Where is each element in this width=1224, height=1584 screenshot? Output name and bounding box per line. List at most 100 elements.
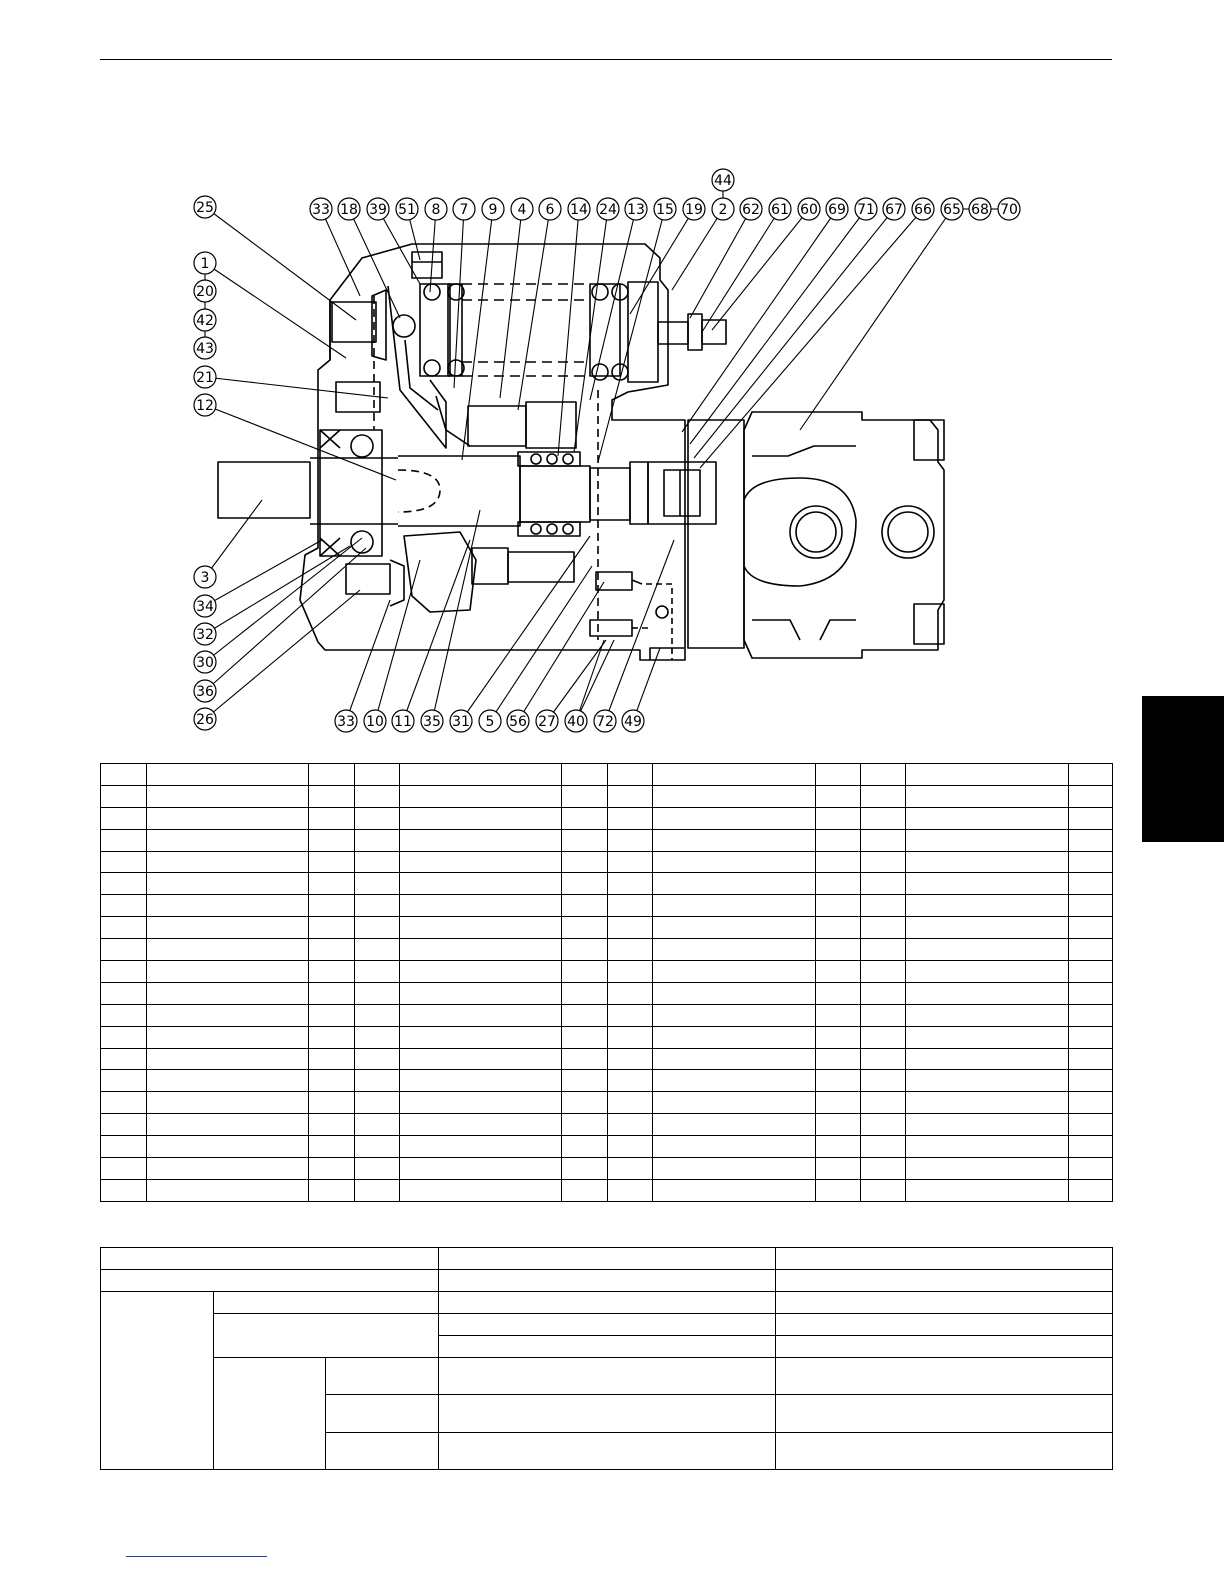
parts-table-row (100, 1047, 1113, 1071)
callout-label: 42 (193, 308, 217, 332)
svg-text:19: 19 (685, 202, 703, 218)
callout-label: 21 (193, 365, 217, 389)
parts-table-cell (399, 1178, 562, 1202)
svg-text:33: 33 (337, 714, 355, 730)
parts-table-cell (100, 1069, 147, 1093)
svg-text:10: 10 (366, 714, 384, 730)
parts-table-cell (399, 1069, 562, 1093)
parts-table-cell (652, 1091, 816, 1115)
parts-table-cell (100, 894, 147, 918)
callout-label: 7 (452, 197, 476, 221)
parts-table-cell (308, 806, 355, 830)
parts-table-cell (860, 960, 906, 983)
parts-table-cell (1068, 1135, 1113, 1159)
callout-label: 15 (653, 197, 677, 221)
svg-text:2: 2 (719, 202, 728, 218)
parts-table-cell (607, 1003, 653, 1027)
parts-table-cell (308, 1135, 355, 1159)
parts-table-row (100, 784, 1113, 808)
parts-table-cell (652, 1003, 816, 1027)
svg-text:27: 27 (538, 714, 556, 730)
callout-label: 33 (309, 197, 333, 221)
parts-table-cell (652, 1135, 816, 1159)
parts-table-cell (1068, 960, 1113, 983)
callout-label: 51 (395, 197, 419, 221)
parts-table-cell (905, 763, 1069, 786)
svg-text:5: 5 (486, 714, 495, 730)
parts-table-cell (354, 1047, 400, 1071)
footer-link-underline[interactable] (126, 1556, 267, 1557)
callout-label: 35 (420, 709, 444, 733)
svg-text:51: 51 (398, 202, 416, 218)
parts-table-cell (100, 1135, 147, 1159)
parts-table-cell (860, 872, 906, 896)
parts-table-cell (561, 916, 608, 940)
top-rule (100, 59, 1112, 60)
parts-table-cell (1068, 763, 1113, 786)
spec-sub-row-label (324, 1357, 440, 1395)
parts-table-cell (100, 981, 147, 1005)
parts-table-cell (146, 1003, 309, 1027)
parts-table-cell (308, 1025, 355, 1049)
parts-table-cell (1068, 1091, 1113, 1115)
parts-table-cell (607, 806, 653, 830)
parts-table-cell (860, 850, 906, 874)
parts-table-cell (1068, 1157, 1113, 1180)
parts-table-cell (146, 1157, 309, 1180)
callout-label: 24 (596, 197, 620, 221)
parts-table-row (100, 850, 1113, 874)
parts-table-row (100, 894, 1113, 918)
spec-group-label (100, 1291, 214, 1470)
parts-table-cell (100, 850, 147, 874)
parts-table-cell (100, 763, 147, 786)
parts-table-row (100, 1178, 1113, 1202)
spec-cell (775, 1313, 1114, 1336)
callout-label: 18 (337, 197, 361, 221)
svg-text:40: 40 (567, 714, 585, 730)
parts-table-cell (146, 916, 309, 940)
callout-label: 33 (334, 709, 358, 733)
svg-text:72: 72 (596, 714, 614, 730)
svg-text:33: 33 (312, 202, 330, 218)
parts-table-cell (100, 1003, 147, 1027)
parts-table-cell (905, 938, 1069, 962)
parts-table-cell (652, 1178, 816, 1202)
callout-label: 60 (797, 197, 821, 221)
callout-label: 11 (391, 709, 415, 733)
callout-label: 62 (739, 197, 763, 221)
parts-table-cell (860, 806, 906, 830)
parts-table-cell (308, 981, 355, 1005)
svg-text:1: 1 (201, 256, 210, 272)
parts-table-cell (399, 850, 562, 874)
parts-table-cell (354, 1157, 400, 1180)
spec-cell (775, 1394, 1114, 1433)
callout-label: 6 (538, 197, 562, 221)
spec-sub-row-label (324, 1394, 440, 1433)
parts-table-cell (652, 828, 816, 852)
callout-label: 1 (193, 251, 217, 275)
svg-text:18: 18 (340, 202, 358, 218)
parts-table-cell (354, 916, 400, 940)
parts-table-cell (100, 916, 147, 940)
parts-table-cell (308, 1157, 355, 1180)
spec-cell (775, 1269, 1114, 1292)
parts-table-cell (652, 806, 816, 830)
parts-table-cell (561, 872, 608, 896)
svg-text:67: 67 (885, 202, 903, 218)
parts-table-cell (860, 1178, 906, 1202)
parts-table-cell (100, 1091, 147, 1115)
svg-text:9: 9 (489, 202, 498, 218)
parts-table-cell (1068, 894, 1113, 918)
svg-text:44: 44 (714, 173, 732, 189)
parts-table-cell (399, 763, 562, 786)
callout-label: 44 (711, 168, 735, 192)
parts-table-cell (100, 828, 147, 852)
parts-table-cell (146, 828, 309, 852)
parts-table-cell (652, 850, 816, 874)
spec-cell (775, 1291, 1114, 1314)
parts-table-cell (607, 1091, 653, 1115)
parts-table-cell (561, 1113, 608, 1137)
svg-text:14: 14 (570, 202, 588, 218)
svg-text:61: 61 (771, 202, 789, 218)
